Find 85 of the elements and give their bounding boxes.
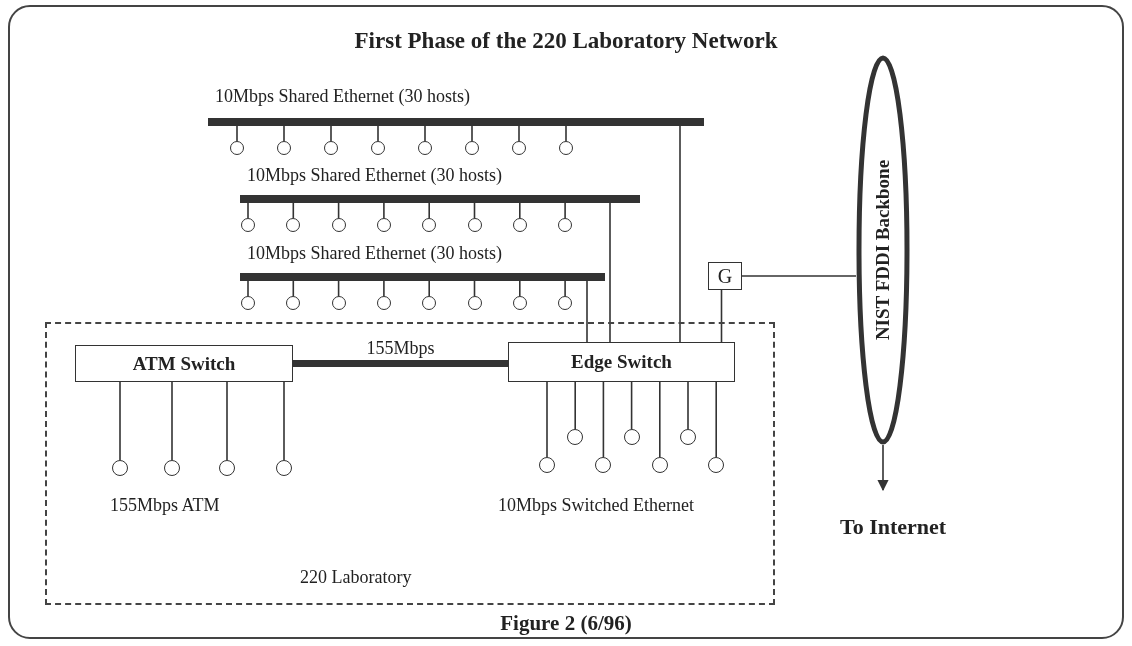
connector-line xyxy=(171,381,173,461)
laboratory-boundary xyxy=(45,322,775,605)
host-circle xyxy=(331,218,346,232)
host-circle xyxy=(422,218,437,232)
connector-line xyxy=(546,381,548,458)
connector-line xyxy=(715,381,717,458)
host-circle xyxy=(539,457,555,473)
diagram-title: First Phase of the 220 Laboratory Network xyxy=(353,28,779,54)
connector-line xyxy=(283,125,285,142)
trunk-link-line xyxy=(293,360,508,367)
host-circle xyxy=(241,218,255,232)
host-circle xyxy=(418,141,432,155)
host-circle xyxy=(331,296,346,310)
connector-line xyxy=(564,280,566,297)
host-circle xyxy=(512,296,527,310)
host-circle xyxy=(651,457,668,473)
connector-line xyxy=(741,275,857,277)
host-circle xyxy=(422,296,437,310)
connector-line xyxy=(659,381,661,458)
connector-line xyxy=(720,289,723,343)
figure-caption: Figure 2 (6/96) xyxy=(499,611,633,636)
connector-line xyxy=(428,280,430,297)
host-circle xyxy=(276,460,292,476)
host-circle xyxy=(286,296,301,310)
connector-line xyxy=(377,125,379,142)
gateway-box: G xyxy=(708,262,742,290)
host-circle xyxy=(623,429,640,445)
connector-line xyxy=(687,381,689,430)
host-circle xyxy=(241,296,255,310)
connector-line xyxy=(383,280,385,297)
connector-line xyxy=(679,125,681,343)
group-label: 220 Laboratory xyxy=(300,567,412,588)
host-circle xyxy=(567,429,584,445)
group-caption: 10Mbps Switched Ethernet xyxy=(498,495,694,516)
connector-line xyxy=(602,381,605,458)
connector-line xyxy=(247,280,249,297)
switch-box: Edge Switch xyxy=(508,342,735,382)
connector-line xyxy=(609,202,611,343)
host-circle xyxy=(164,460,180,476)
bus-label: 10Mbps Shared Ethernet (30 hosts) xyxy=(247,165,502,186)
connector-line xyxy=(236,125,238,142)
host-circle xyxy=(286,218,301,232)
destination-label: To Internet xyxy=(840,514,947,540)
connector-line xyxy=(428,202,430,219)
connector-line xyxy=(586,280,588,343)
host-circle xyxy=(558,218,573,232)
connector-line xyxy=(564,202,566,219)
host-circle xyxy=(558,296,573,310)
connector-line xyxy=(630,381,633,430)
arrow xyxy=(877,444,889,492)
switch-box: ATM Switch xyxy=(75,345,293,382)
host-circle xyxy=(680,429,696,445)
connector-line xyxy=(226,381,228,461)
backbone-label: NIST FDDI Backbone xyxy=(872,159,894,341)
bus-label: 10Mbps Shared Ethernet (30 hosts) xyxy=(247,243,502,264)
host-circle xyxy=(595,457,612,473)
host-circle xyxy=(376,218,391,232)
host-circle xyxy=(277,141,291,155)
connector-line xyxy=(471,125,473,142)
host-circle xyxy=(324,141,338,155)
connector-line xyxy=(518,125,520,142)
host-circle xyxy=(467,218,482,232)
connector-line xyxy=(424,125,426,142)
connector-line xyxy=(574,381,576,430)
host-circle xyxy=(708,457,725,473)
host-circle xyxy=(512,141,526,155)
connector-line xyxy=(283,381,285,461)
connector-line xyxy=(247,202,249,219)
group-caption: 155Mbps ATM xyxy=(110,495,220,516)
bus-label: 10Mbps Shared Ethernet (30 hosts) xyxy=(215,86,470,107)
host-circle xyxy=(230,141,244,155)
connector-line xyxy=(330,125,332,142)
connector-line xyxy=(519,202,521,219)
host-circle xyxy=(112,460,128,476)
host-circle xyxy=(467,296,482,310)
host-circle xyxy=(376,296,391,310)
host-circle xyxy=(371,141,385,155)
connector-line xyxy=(519,280,521,297)
connector-line xyxy=(119,381,121,461)
host-circle xyxy=(465,141,479,155)
host-circle xyxy=(219,460,235,476)
connector-line xyxy=(383,202,385,219)
host-circle xyxy=(512,218,527,232)
connector-line xyxy=(565,125,567,142)
host-circle xyxy=(559,141,573,155)
